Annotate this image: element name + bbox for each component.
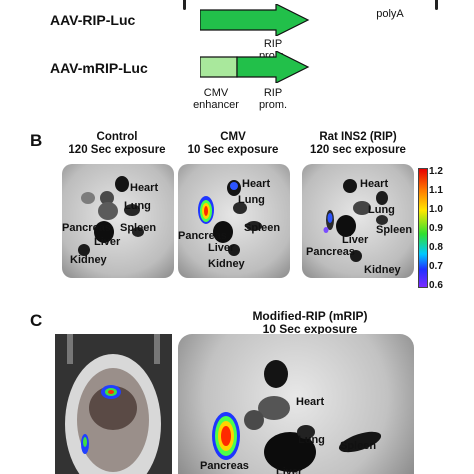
- construct-label-rip: AAV-RIP-Luc: [50, 12, 136, 28]
- cmv-organ-image: Heart Lung Pancreas Liver Spleen Kidney: [178, 164, 290, 278]
- mouse-in-vivo-image: [55, 334, 172, 474]
- organ-label-spleen: Spleen: [340, 440, 377, 452]
- organ-label-lung: Lung: [368, 204, 395, 216]
- organ-label-liver: Liver: [276, 466, 303, 474]
- scale-tick-5: 0.8: [429, 242, 443, 253]
- organ-label-pancreas: Pancreas: [62, 222, 111, 234]
- organ-label-spleen: Spleen: [244, 222, 281, 234]
- luminescence-color-scale: [418, 168, 428, 288]
- organ-label-kidney: Kidney: [208, 258, 245, 270]
- organ-label-lung: Lung: [124, 200, 151, 212]
- rip-organ-image: Heart Lung Liver Spleen Pancreas Kidney: [302, 164, 414, 278]
- organ-label-pancreas: Pancreas: [178, 230, 227, 242]
- scale-tick-3: 1.0: [429, 204, 443, 215]
- construct-label-mrip: AAV-mRIP-Luc: [50, 60, 148, 76]
- mrip-organ-image: Heart Lung Spleen Pancreas Liver: [178, 334, 414, 474]
- polya-marker-right: [435, 0, 438, 10]
- control-organ-image: Heart Lung Pancreas Liver Spleen Kidney: [62, 164, 174, 278]
- mrip-title: Modified-RIP (mRIP)10 Sec exposure: [252, 309, 368, 336]
- scale-tick-1: 1.2: [429, 166, 443, 177]
- organ-label-lung: Lung: [238, 194, 265, 206]
- rip-title: Rat INS2 (RIP)120 sec exposure: [310, 131, 406, 156]
- organ-label-kidney: Kidney: [70, 254, 107, 266]
- organ-label-pancreas: Pancreas: [200, 460, 249, 472]
- organ-label-kidney: Kidney: [364, 264, 401, 276]
- mrip-construct-arrow: [200, 51, 310, 83]
- scale-tick-7: 0.6: [429, 280, 443, 291]
- organ-label-heart: Heart: [242, 178, 271, 190]
- organ-label-liver: Liver: [94, 236, 121, 248]
- organ-label-pancreas: Pancreas: [306, 246, 355, 258]
- panel-letter-c: C: [30, 311, 43, 330]
- organ-label-spleen: Spleen: [120, 222, 157, 234]
- organ-label-heart: Heart: [130, 182, 159, 194]
- organ-label-heart: Heart: [296, 396, 325, 408]
- polya-label: polyA: [376, 8, 404, 20]
- organ-label-liver: Liver: [342, 234, 369, 246]
- organ-label-spleen: Spleen: [376, 224, 413, 236]
- organ-label-heart: Heart: [360, 178, 389, 190]
- organ-label-liver: Liver: [208, 242, 235, 254]
- panel-letter-b: B: [30, 131, 43, 150]
- polya-marker-left: [183, 0, 186, 10]
- scale-tick-4: 0.9: [429, 223, 443, 234]
- scale-tick-6: 0.7: [429, 261, 443, 272]
- rip-promoter-arrow: [200, 4, 310, 36]
- organ-label-lung: Lung: [298, 434, 325, 446]
- scale-tick-2: 1.1: [429, 185, 443, 196]
